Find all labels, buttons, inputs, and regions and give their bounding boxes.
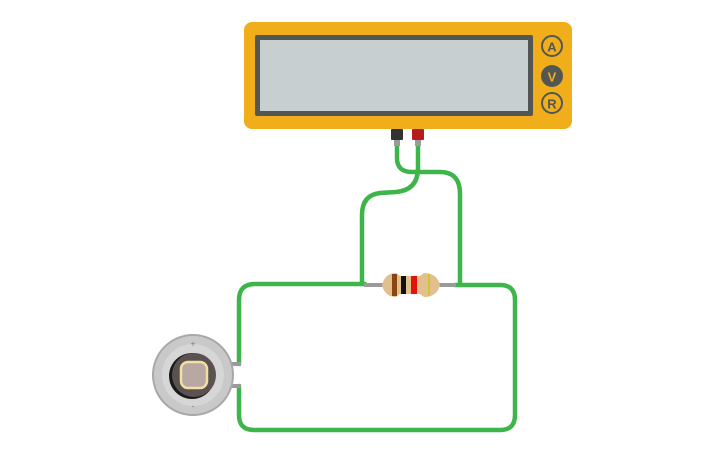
resistor-band-4 — [428, 274, 430, 296]
wire-positive-probe[interactable] — [359, 143, 421, 287]
multimeter[interactable]: A V R — [244, 22, 572, 146]
mode-button-a[interactable]: A — [541, 35, 563, 57]
resistor-band-2 — [401, 276, 406, 294]
wire-negative-probe[interactable] — [394, 143, 463, 287]
resistor-band-1 — [392, 274, 397, 296]
wire-sensor-bottom-loop[interactable] — [236, 282, 518, 433]
wires — [236, 143, 518, 433]
mode-v-label: V — [548, 70, 557, 85]
probe-positive[interactable] — [412, 129, 424, 146]
mode-r-label: R — [547, 97, 557, 112]
sensor-window — [179, 360, 209, 390]
mode-a-label: A — [547, 40, 557, 55]
sensor-plus-label: + — [191, 340, 196, 349]
resistor[interactable] — [364, 273, 456, 297]
wire-resistor-to-sensor-top[interactable] — [236, 281, 368, 367]
sensor-minus-label: - — [192, 402, 195, 411]
multimeter-screen — [260, 40, 528, 111]
resistor-lead-right — [434, 283, 456, 287]
mode-button-r[interactable]: R — [541, 92, 563, 114]
sensor-terminal-bottom — [228, 384, 241, 388]
resistor-lead-left — [364, 283, 386, 287]
light-sensor[interactable]: + - — [152, 334, 241, 416]
probe-negative[interactable] — [391, 129, 403, 146]
mode-button-v[interactable]: V — [541, 65, 563, 87]
sensor-terminal-top — [228, 362, 241, 366]
resistor-band-3 — [411, 276, 417, 294]
